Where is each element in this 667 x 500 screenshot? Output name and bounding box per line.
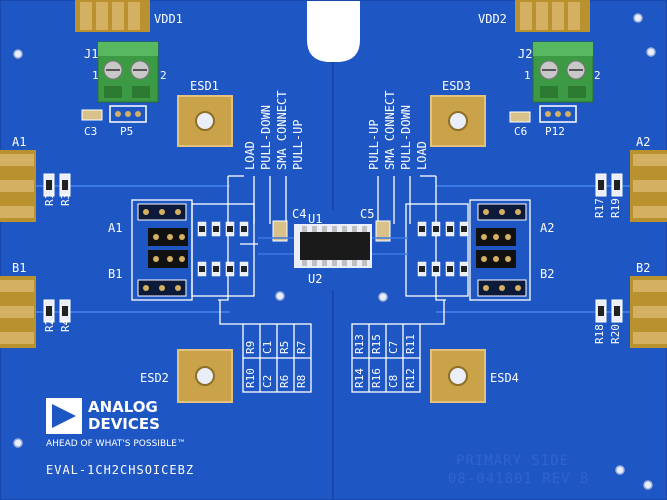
r16-label: R16 <box>370 368 383 388</box>
left-option-pull-up: PULL-UP <box>291 119 305 170</box>
port-a1-label: A1 <box>12 135 27 149</box>
right-option-leaders <box>377 175 446 301</box>
c4-label: C4 <box>292 207 307 221</box>
port-b1-label: B1 <box>12 261 27 275</box>
j2-pin1-label: 1 <box>524 69 531 82</box>
esd3-label: ESD3 <box>442 79 471 93</box>
mounting-holes <box>13 13 656 490</box>
esd4-label: ESD4 <box>490 371 519 385</box>
right-option-pull-up: PULL-UP <box>367 119 381 170</box>
r4-label: R4 <box>59 318 72 332</box>
left-option-sma-connect: SMA CONNECT <box>275 90 289 170</box>
analog-devices-logo-mark <box>46 398 82 434</box>
esd2-label: ESD2 <box>140 371 169 385</box>
esd1-label: ESD1 <box>190 79 219 93</box>
vdd2-pads <box>515 0 590 32</box>
u1-label: U1 <box>308 212 323 226</box>
r15-label: R15 <box>370 334 383 354</box>
u2-label: U2 <box>308 272 323 286</box>
port-a2-label: A2 <box>636 135 651 149</box>
j2-label: J2 <box>518 47 533 61</box>
right-option-sma-connect: SMA CONNECT <box>383 90 397 170</box>
revision-label: 08-041801 REV B <box>448 471 590 487</box>
c3-label: C3 <box>84 125 98 138</box>
right-option-load: LOAD <box>415 141 429 170</box>
left-option-load: LOAD <box>243 141 257 170</box>
c2-label: C2 <box>261 374 274 388</box>
edge-resistors <box>43 173 623 323</box>
r3-label: R3 <box>59 192 72 206</box>
r1-label: R1 <box>43 192 56 206</box>
jumper-a2-label: A2 <box>540 221 555 235</box>
esd-pads <box>177 95 486 403</box>
jumper-b1-label: B1 <box>108 267 123 281</box>
r14-label: R14 <box>353 368 366 388</box>
r17-label: R17 <box>593 198 606 218</box>
r10-label: R10 <box>244 368 257 388</box>
r5-label: R5 <box>278 340 291 354</box>
j2-terminal-block <box>532 41 594 103</box>
board-name: EVAL-1CH2CHSOICEBZ <box>46 463 195 477</box>
c5-label: C5 <box>360 207 375 221</box>
p12-label: P12 <box>545 125 565 138</box>
r9-label: R9 <box>244 340 257 354</box>
r8-label: R8 <box>295 374 308 388</box>
left-option-pull-down: PULL-DOWN <box>259 104 273 170</box>
r6-label: R6 <box>278 374 291 388</box>
port-b2-label: B2 <box>636 261 651 275</box>
brand-line2: DEVICES <box>88 415 160 433</box>
j1-terminal-block <box>97 41 159 103</box>
j2-pin2-label: 2 <box>594 69 601 82</box>
r2-label: R2 <box>43 318 56 332</box>
u1-ic <box>294 224 372 268</box>
r18-label: R18 <box>593 324 606 344</box>
vdd1-pads <box>75 0 150 32</box>
r19-label: R19 <box>609 198 622 218</box>
r13-label: R13 <box>353 334 366 354</box>
c1-label: C1 <box>261 340 274 354</box>
brand-line1: ANALOG <box>88 398 158 416</box>
j1-pin1-label: 1 <box>92 69 99 82</box>
j1-pin2-label: 2 <box>160 69 167 82</box>
jumper-a1-label: A1 <box>108 221 123 235</box>
r12-label: R12 <box>404 368 417 388</box>
right-bottom-table <box>351 300 445 393</box>
vdd2-label: VDD2 <box>478 12 507 26</box>
brand-tagline: AHEAD OF WHAT'S POSSIBLE™ <box>46 439 186 449</box>
c6-label: C6 <box>514 125 528 138</box>
left-bottom-table <box>219 300 312 393</box>
primary-side-label: PRIMARY SIDE <box>456 453 570 469</box>
j1-label: J1 <box>84 47 99 61</box>
right-option-pull-down: PULL-DOWN <box>399 104 413 170</box>
jumper-b2-label: B2 <box>540 267 555 281</box>
c7-label: C7 <box>387 340 400 354</box>
p5-label: P5 <box>120 125 134 138</box>
vdd1-label: VDD1 <box>154 12 183 26</box>
r11-label: R11 <box>404 334 417 354</box>
r7-label: R7 <box>295 340 308 354</box>
c8-label: C8 <box>387 374 400 388</box>
r20-label: R20 <box>609 324 622 344</box>
